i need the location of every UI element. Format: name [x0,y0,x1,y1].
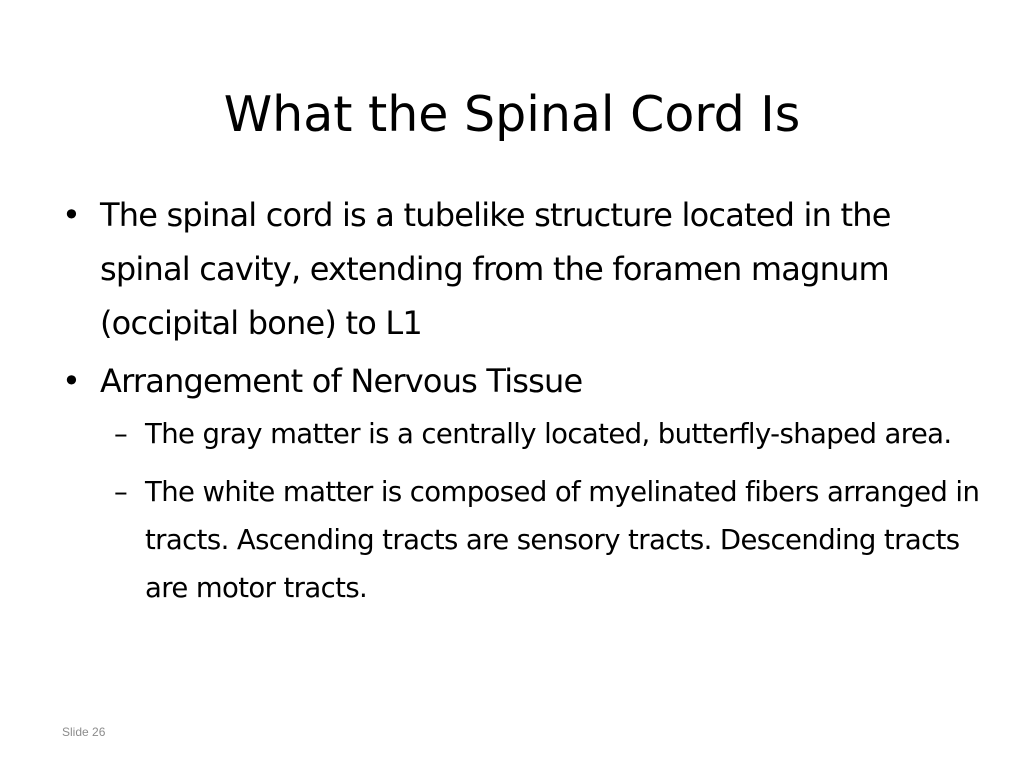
bullet-item: • Arrangement of Nervous Tissue – The gr… [60,354,980,612]
bullet-marker: • [62,362,81,400]
sub-bullet-marker: – [114,418,128,450]
slide-body: • The spinal cord is a tubelike structur… [60,188,980,622]
slide-title: What the Spinal Cord Is [223,86,801,143]
bullet-item: • The spinal cord is a tubelike structur… [60,188,980,350]
sub-bullet-text: The gray matter is a centrally located, … [145,418,952,450]
bullet-text: Arrangement of Nervous Tissue [100,362,583,400]
slide-number: Slide 26 [62,725,106,739]
bullet-text: The spinal cord is a tubelike structure … [100,196,891,342]
sub-bullet-item: – The gray matter is a centrally located… [100,410,980,458]
sub-bullet-marker: – [114,476,128,508]
sub-bullet-list: – The gray matter is a centrally located… [100,410,980,612]
sub-bullet-text: The white matter is composed of myelinat… [145,476,980,604]
bullet-marker: • [62,196,81,234]
sub-bullet-item: – The white matter is composed of myelin… [100,468,980,612]
